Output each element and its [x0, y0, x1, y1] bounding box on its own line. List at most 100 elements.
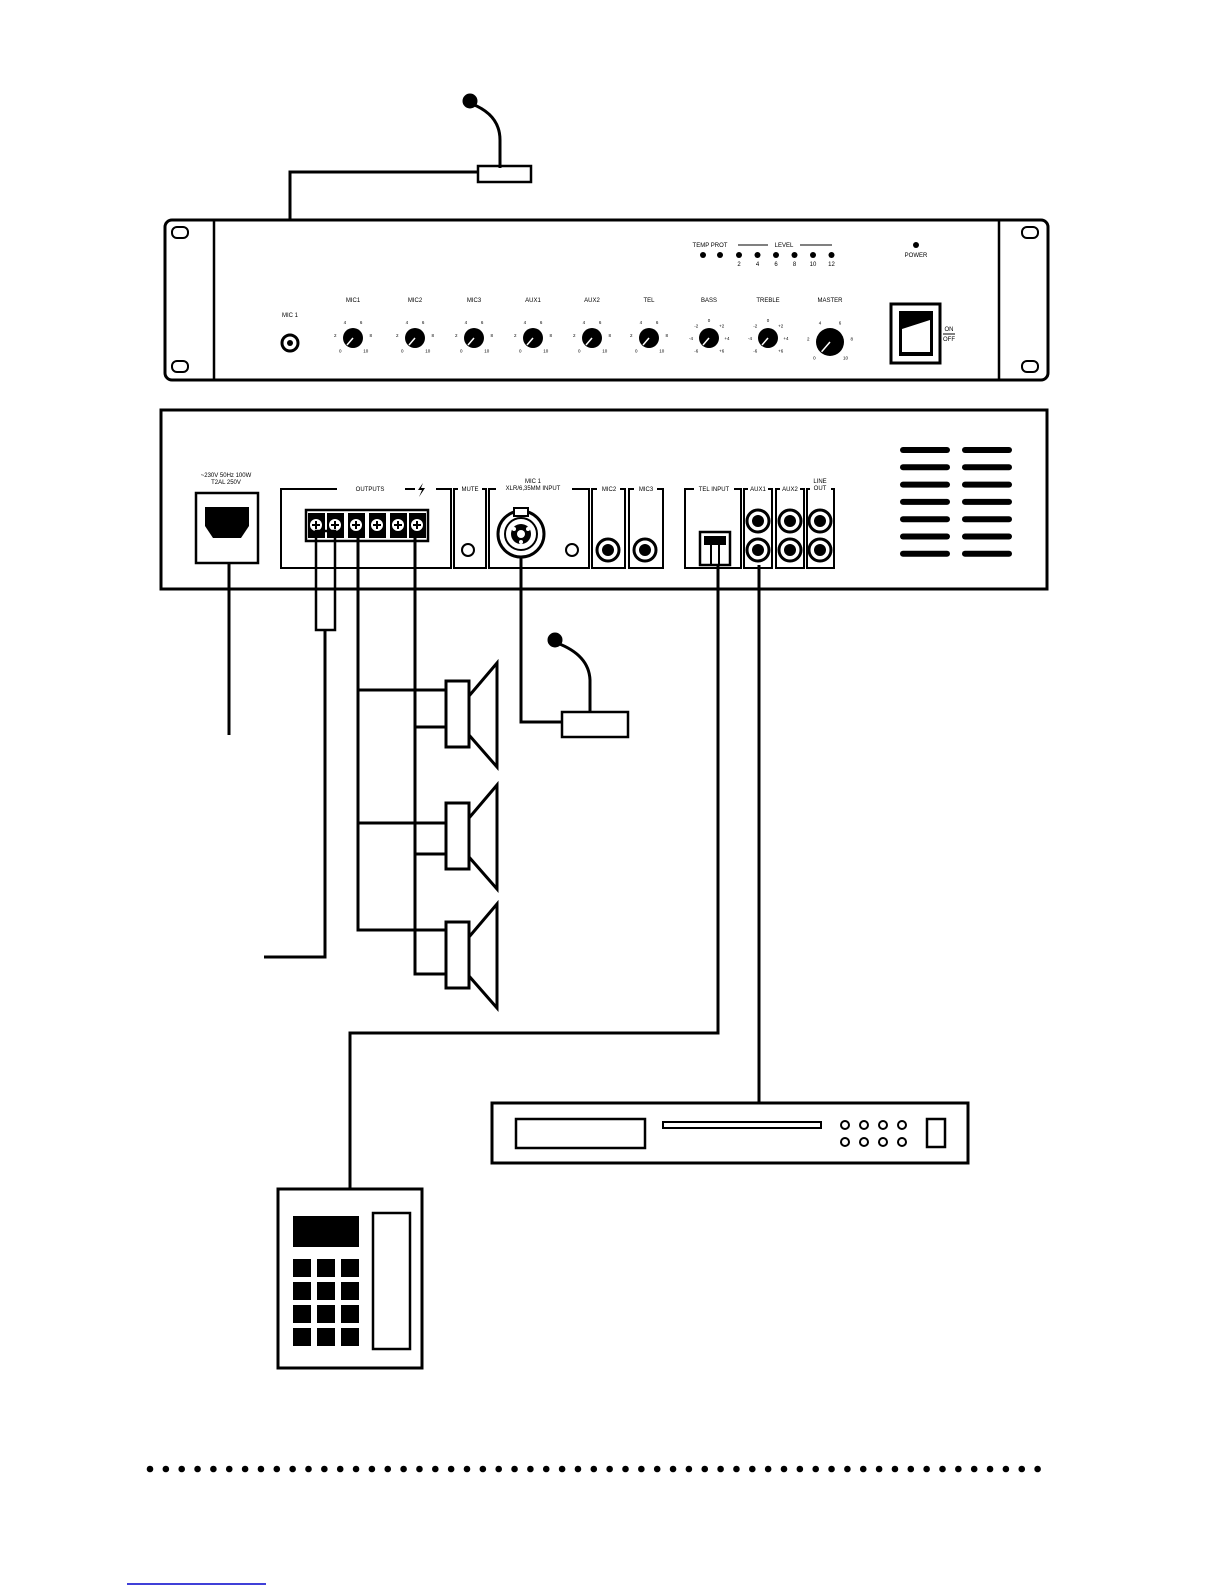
knob-label: TEL	[643, 298, 655, 304]
separator-dot	[733, 1465, 740, 1473]
keypad-key	[317, 1328, 335, 1346]
separator-dot	[955, 1465, 962, 1473]
knob-scale-label: 0	[460, 349, 463, 354]
microphone-icon	[462, 93, 533, 184]
separator-dot	[923, 1465, 930, 1473]
keypad-key	[293, 1305, 311, 1323]
separator-dot	[194, 1465, 201, 1473]
xlr-combo-jack	[496, 507, 546, 559]
vent-slot	[900, 533, 950, 540]
cd-button	[840, 1120, 850, 1130]
separator-dot	[970, 1465, 978, 1473]
knob-scale-label: +4	[783, 336, 789, 341]
separator-dot	[305, 1465, 312, 1473]
keypad-key	[341, 1328, 359, 1346]
knob-scale-label: 6	[481, 320, 484, 325]
knob-label: AUX1	[525, 298, 541, 304]
temp-prot-led	[717, 252, 723, 258]
vent-slot	[900, 498, 950, 505]
knob-scale-label: 4	[406, 320, 409, 325]
lightning-icon	[418, 483, 425, 497]
knob-scale-label: 8	[432, 333, 435, 338]
separator-dot	[463, 1465, 471, 1473]
aux2-label: AUX2	[782, 487, 798, 493]
keypad-key	[293, 1259, 311, 1277]
knob-scale-label: +6	[719, 349, 725, 354]
mute-button	[461, 543, 475, 557]
knob-scale-label: 2	[573, 333, 576, 338]
knob-scale-label: 4	[640, 320, 643, 325]
cd-player-icon	[490, 1101, 970, 1165]
knob-scale-label: 2	[630, 333, 633, 338]
cd-button	[878, 1137, 888, 1147]
knob-scale-label: 10	[363, 349, 369, 354]
knob-scale-label: 0	[813, 356, 816, 361]
tel-input-label: TEL INPUT	[699, 487, 730, 493]
knob-label: AUX2	[584, 298, 600, 304]
knob-scale-label: -6	[694, 349, 698, 354]
separator-dot	[717, 1465, 724, 1473]
line-out-section	[806, 488, 835, 569]
mic2-section	[591, 488, 626, 569]
mic1-trim	[565, 543, 579, 557]
separator-dot	[638, 1465, 645, 1473]
vent-slot	[962, 550, 1012, 557]
level-tick-label: 12	[828, 262, 835, 268]
knob-label: MIC2	[408, 298, 423, 304]
rca-jacks	[745, 508, 833, 563]
separator-dot	[384, 1465, 392, 1473]
knob-scale-label: -6	[753, 349, 757, 354]
knob-scale-label: 6	[360, 320, 363, 325]
speaker-icon	[444, 658, 499, 771]
separator-dot	[1018, 1465, 1026, 1473]
knob-scale-label: 0	[339, 349, 342, 354]
aux1-label: AUX1	[750, 487, 766, 493]
knob-scale-label: 2	[807, 337, 810, 342]
level-tick-label: 8	[793, 262, 797, 268]
knob-scale-label: 0	[767, 318, 770, 323]
separator-dot	[495, 1465, 503, 1473]
level-led	[828, 252, 835, 258]
mute-label: MUTE	[462, 487, 479, 493]
speaker-icon	[444, 780, 499, 893]
cd-button	[878, 1120, 888, 1130]
separator-dot	[432, 1465, 439, 1473]
switch-off-label: OFF	[943, 337, 955, 343]
knob-scale-label: 2	[514, 333, 517, 338]
separator-dot	[321, 1465, 328, 1473]
mic3-label: MIC3	[639, 487, 654, 493]
separator-dot	[812, 1465, 819, 1473]
keypad-key	[317, 1282, 335, 1300]
knob-scale-label: 4	[344, 320, 347, 325]
knob-label: MASTER	[817, 298, 843, 304]
knob-treble: TREBLE-6-4-20+2+4+6	[748, 298, 789, 354]
power-led	[913, 242, 919, 248]
power-inlet-icon	[194, 491, 260, 565]
separator-dot	[273, 1465, 281, 1473]
separator-dot	[875, 1465, 883, 1473]
rack-ear-holes	[171, 226, 1039, 373]
amplifier-rear-panel: ~230V 50Hz 100W T2AL 250V OUTPUTS MUTE M…	[159, 408, 1049, 591]
vent-slot	[962, 516, 1012, 523]
keypad-key	[293, 1282, 311, 1300]
knob-scale-label: 0	[635, 349, 638, 354]
wiring	[227, 529, 761, 1189]
knob-scale-label: 10	[425, 349, 431, 354]
aux2-section	[775, 488, 805, 569]
knob-scale-label: 8	[609, 333, 612, 338]
line-out-label-1: LINE	[813, 479, 826, 485]
separator-dot	[1034, 1465, 1041, 1473]
separator-dot	[352, 1465, 360, 1473]
cd-button	[897, 1120, 907, 1130]
separator-dot	[558, 1465, 566, 1473]
knob-scale-label: 10	[602, 349, 608, 354]
knob-scale-label: 2	[396, 333, 399, 338]
mic-jack-label: MIC 1	[282, 313, 299, 319]
knob-scale-label: 6	[540, 320, 543, 325]
